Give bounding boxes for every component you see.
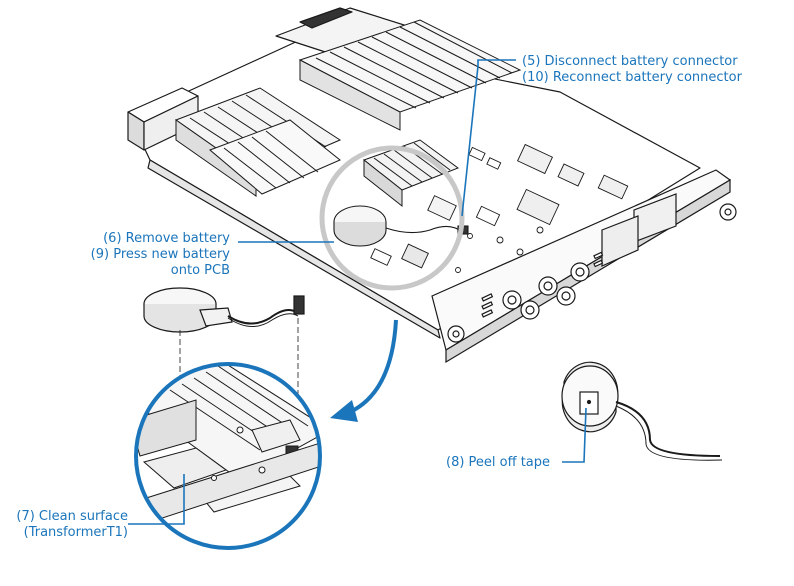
pcb-components (370, 143, 629, 273)
label-step10: (10) Reconnect battery connector (522, 70, 742, 85)
zoom-arrow (330, 319, 398, 422)
label-step9-cont: onto PCB (170, 263, 230, 278)
label-step6: (6) Remove battery (103, 231, 230, 246)
magnifier-ring (319, 145, 465, 291)
label-step9: (9) Press new battery (90, 247, 230, 262)
label-step8: (8) Peel off tape (446, 455, 551, 470)
zoom-detail (134, 362, 322, 550)
main-heatsink (298, 19, 522, 131)
callout-lines (128, 59, 587, 525)
battery-with-tape (561, 361, 723, 461)
coin-battery-installed (333, 205, 469, 247)
label-step7: (7) Clean surface (16, 509, 128, 524)
label-step5: (5) Disconnect battery connector (522, 54, 738, 69)
left-heatsink (174, 87, 342, 197)
coin-battery-removed (143, 287, 305, 333)
front-panel (431, 169, 737, 364)
small-heatsink (362, 139, 460, 208)
label-step7-cont: (TransformerT1) (23, 525, 128, 540)
